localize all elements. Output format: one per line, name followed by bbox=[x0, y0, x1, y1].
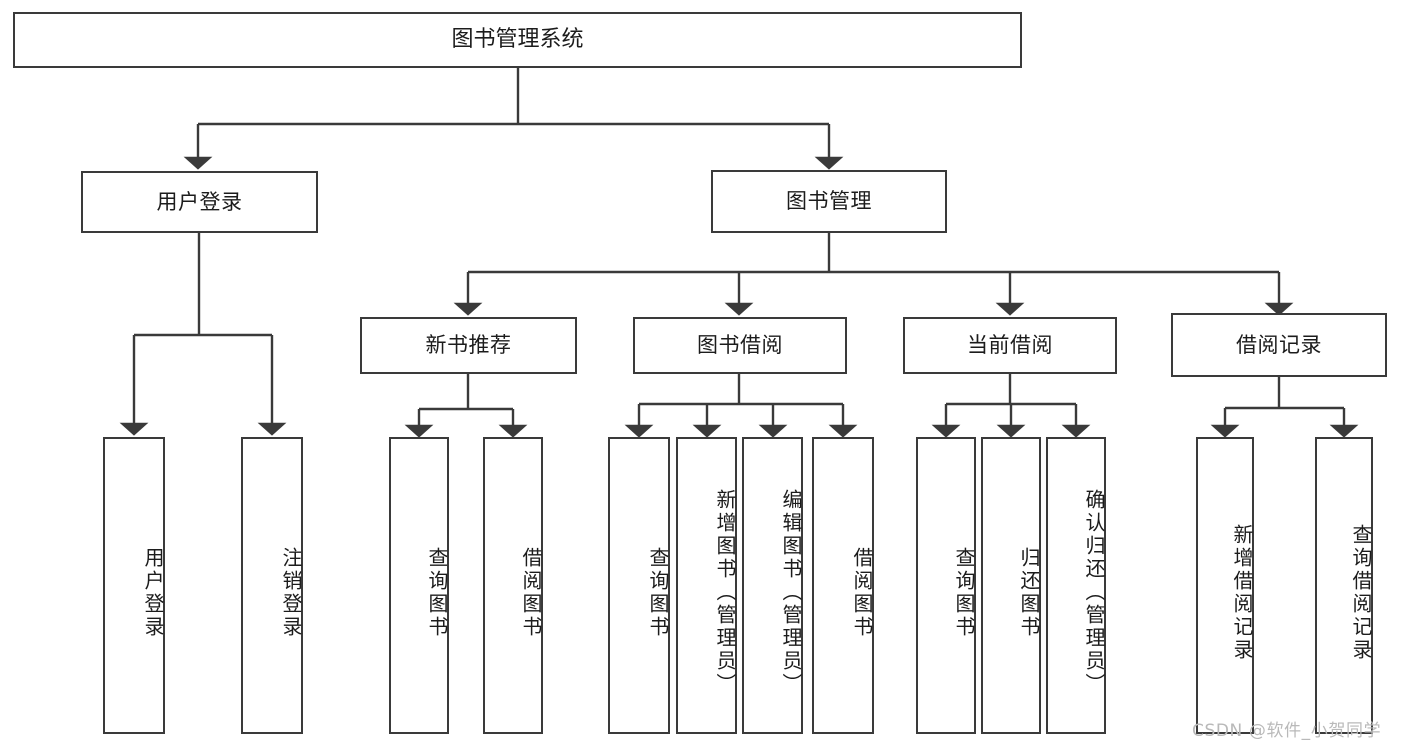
leaf-current-borrow-query[interactable]: 查询图书 bbox=[916, 437, 976, 734]
leaf-borrow-record-query[interactable]: 查询借阅记录 bbox=[1315, 437, 1373, 734]
node-label: 查询借阅记录 bbox=[1349, 523, 1373, 662]
node-label: 查询图书 bbox=[425, 546, 449, 639]
node-label: 当前借阅 bbox=[967, 333, 1053, 358]
node-book-borrow[interactable]: 图书借阅 bbox=[633, 317, 847, 374]
leaf-user-login-logout[interactable]: 注销登录 bbox=[241, 437, 303, 734]
node-root-book-management-system[interactable]: 图书管理系统 bbox=[13, 12, 1022, 68]
node-label: 归还图书 bbox=[1017, 546, 1041, 639]
leaf-book-borrow-add[interactable]: 新增图书（管理员） bbox=[676, 437, 737, 734]
leaf-new-book-query[interactable]: 查询图书 bbox=[389, 437, 449, 734]
leaf-current-borrow-confirm-return[interactable]: 确认归还（管理员） bbox=[1046, 437, 1106, 734]
node-label: 图书管理系统 bbox=[451, 27, 584, 53]
node-borrow-record[interactable]: 借阅记录 bbox=[1171, 313, 1387, 377]
node-label: 确认归还（管理员） bbox=[1082, 489, 1106, 696]
node-label: 查询图书 bbox=[952, 546, 976, 639]
node-label: 借阅图书 bbox=[519, 546, 543, 639]
node-current-borrow[interactable]: 当前借阅 bbox=[903, 317, 1117, 374]
node-label: 用户登录 bbox=[141, 546, 165, 639]
leaf-user-login-login[interactable]: 用户登录 bbox=[103, 437, 165, 734]
node-new-book-recommend[interactable]: 新书推荐 bbox=[360, 317, 577, 374]
node-label: 图书管理 bbox=[786, 189, 872, 214]
node-label: 图书借阅 bbox=[697, 333, 783, 358]
node-label: 新增借阅记录 bbox=[1230, 523, 1254, 662]
node-label: 查询图书 bbox=[646, 546, 670, 639]
node-label: 新增图书（管理员） bbox=[713, 489, 737, 696]
leaf-current-borrow-return[interactable]: 归还图书 bbox=[981, 437, 1041, 734]
leaf-book-borrow-query[interactable]: 查询图书 bbox=[608, 437, 670, 734]
leaf-book-borrow-borrow[interactable]: 借阅图书 bbox=[812, 437, 874, 734]
node-label: 新书推荐 bbox=[425, 333, 512, 358]
node-label: 借阅记录 bbox=[1236, 332, 1322, 357]
node-label: 借阅图书 bbox=[850, 546, 874, 639]
csdn-watermark: CSDN @软件_小贺同学 bbox=[1192, 721, 1382, 741]
leaf-new-book-borrow[interactable]: 借阅图书 bbox=[483, 437, 543, 734]
leaf-borrow-record-add[interactable]: 新增借阅记录 bbox=[1196, 437, 1254, 734]
leaf-book-borrow-edit[interactable]: 编辑图书（管理员） bbox=[742, 437, 803, 734]
node-label: 注销登录 bbox=[279, 546, 303, 639]
node-user-login[interactable]: 用户登录 bbox=[81, 171, 318, 233]
node-label: 编辑图书（管理员） bbox=[779, 489, 803, 696]
node-label: 用户登录 bbox=[156, 189, 243, 214]
node-book-management[interactable]: 图书管理 bbox=[711, 170, 947, 233]
